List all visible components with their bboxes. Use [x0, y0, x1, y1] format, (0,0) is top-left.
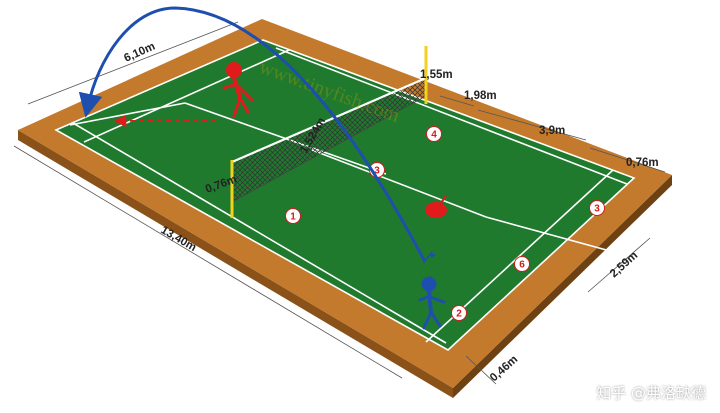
dim-back-gap: 0,76m [626, 157, 659, 169]
position-marker: 6 [514, 256, 530, 272]
position-marker: 4 [426, 126, 442, 142]
author-credit: 知乎 @弗洛缺德 [596, 384, 706, 402]
position-marker: 1 [285, 208, 301, 224]
court-surface [56, 40, 634, 350]
blue-player [418, 251, 446, 330]
dim-doubles-side: 2,59m [608, 249, 640, 280]
position-marker: 3 [589, 200, 605, 216]
red-player [222, 62, 254, 118]
red-shuttle-marker [425, 195, 447, 218]
svg-text:1: 1 [290, 212, 296, 223]
floor-edge-right [453, 175, 672, 398]
red-movement-arrow [113, 114, 217, 128]
svg-text:6: 6 [519, 260, 525, 271]
dim-post-height: 1,55m [420, 69, 453, 81]
net-tape [231, 76, 427, 164]
dim-full-width: 6,10m [122, 41, 157, 65]
dimension-lines [13, 21, 666, 385]
svg-text:3: 3 [594, 204, 600, 215]
floor-edge [18, 130, 453, 398]
svg-text:3: 3 [374, 166, 380, 177]
dim-short-service: 3,9m [539, 125, 565, 137]
svg-text:2: 2 [456, 309, 462, 320]
dim-net-offset: 1,98m [464, 90, 497, 102]
position-marker: 2 [451, 305, 467, 321]
shuttle-trajectory-arc [78, 6, 427, 263]
svg-text:4: 4 [431, 130, 437, 141]
